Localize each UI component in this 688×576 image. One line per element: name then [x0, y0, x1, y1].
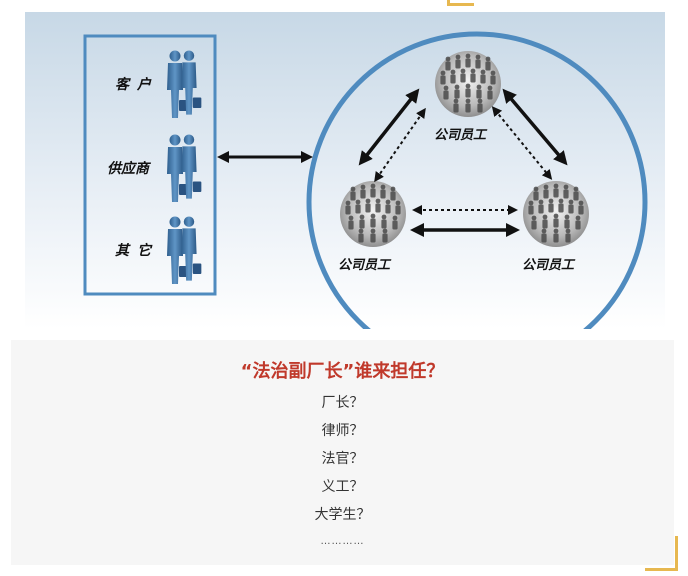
- diagram-graphics: [83, 31, 648, 329]
- crowd-icon-left: [340, 181, 406, 247]
- article-ellipsis: …………: [320, 536, 365, 547]
- article-line-1: 厂长？: [321, 395, 364, 411]
- article-heading: “法治副厂长”谁来担任？: [240, 361, 445, 382]
- arrow-top-right-dotted: [491, 106, 553, 180]
- business-pair-icon-customer: [167, 50, 201, 118]
- label-customer: 客户: [115, 77, 159, 93]
- label-employees-right: 公司员工: [522, 258, 575, 273]
- article-text-panel: “法治副厂长”谁来担任？ 厂长？ 律师？ 法官？ 义工？ 大学生？ …………: [11, 340, 674, 565]
- arrow-top-right-solid: [502, 88, 568, 166]
- company-circle: [306, 31, 648, 329]
- corner-decoration-bottom: [645, 536, 678, 571]
- label-employees-top: 公司员工: [434, 128, 487, 143]
- label-supplier: 供应商: [107, 161, 149, 177]
- article-line-4: 义工？: [321, 479, 364, 495]
- business-pair-icon-supplier: [167, 134, 201, 202]
- crowd-icon-top: [435, 51, 501, 117]
- crowd-icon-right: [523, 181, 589, 247]
- relationship-diagram: 客户 供应商 其它 公司员工 公司员工 公司员工: [25, 12, 665, 329]
- label-employees-left: 公司员工: [338, 258, 391, 273]
- arrow-top-left-solid: [358, 88, 420, 166]
- stakeholder-frame: [83, 34, 217, 296]
- label-other: 其它: [115, 243, 159, 259]
- corner-decoration-top: [447, 0, 474, 6]
- article-line-3: 法官？: [321, 451, 364, 467]
- arrow-top-left-dotted: [374, 107, 426, 183]
- article-line-5: 大学生？: [314, 507, 371, 523]
- business-pair-icon-other: [167, 216, 201, 284]
- article-line-2: 律师？: [321, 423, 364, 439]
